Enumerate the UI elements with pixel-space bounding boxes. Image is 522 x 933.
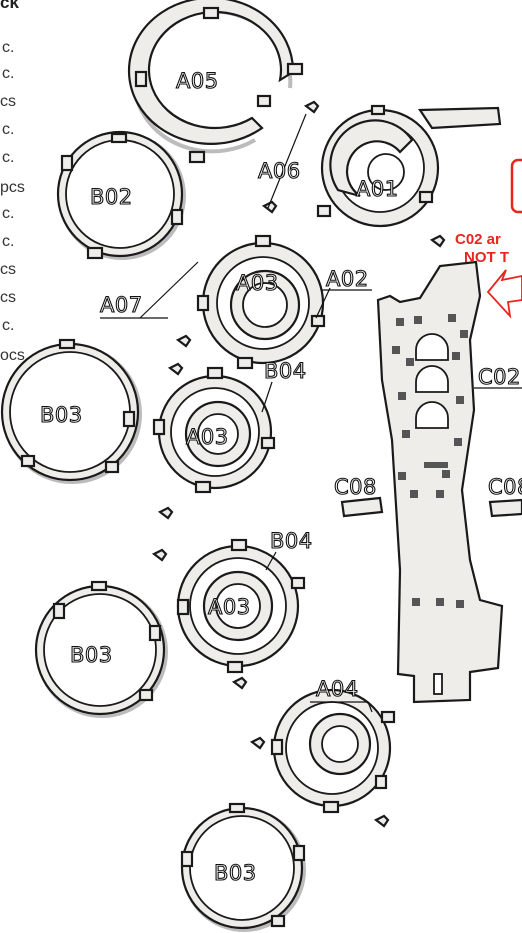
leader-a07 <box>139 261 199 319</box>
part-b03-bottom: B03 <box>180 802 306 932</box>
qty-item: ocs <box>0 347 25 364</box>
warning-arrow-icon <box>486 269 522 319</box>
label-a01: A01 <box>356 177 399 201</box>
label-b04-mid: B04 <box>270 529 313 553</box>
qty-item: c. <box>2 149 14 166</box>
clip-piece <box>373 814 390 828</box>
part-a01: A01 <box>316 104 502 228</box>
label-a03-mid: A03 <box>186 425 229 449</box>
clip-piece <box>151 548 168 562</box>
part-c02: C02 <box>376 260 521 704</box>
clip-piece <box>231 676 248 690</box>
part-c08-right: C08 <box>487 474 522 518</box>
leader-a04 <box>367 701 373 713</box>
part-a03-top: A03 <box>196 234 326 370</box>
qty-item: c. <box>2 65 14 82</box>
qty-item: pcs <box>0 179 25 196</box>
header-fragment: ck <box>0 0 19 12</box>
leader-a02 <box>315 287 331 319</box>
label-c08-left: C08 <box>334 475 377 499</box>
qty-item: c. <box>2 121 14 138</box>
clip-piece <box>175 334 192 348</box>
label-a07: A07 <box>100 293 143 317</box>
part-c08-left: C08 <box>333 474 384 518</box>
label-a02: A02 <box>326 267 369 291</box>
clip-piece <box>157 506 174 520</box>
label-b02: B02 <box>90 185 133 209</box>
warning-line-1: C02 ar <box>455 231 501 248</box>
clip-piece <box>303 100 320 114</box>
leader-b04-top <box>261 381 273 413</box>
qty-item: c. <box>2 317 14 334</box>
quantity-list: c. c. cs c. c. pcs c. c. cs cs c. ocs <box>0 39 25 364</box>
label-a05: A05 <box>176 69 219 93</box>
warning-callout: C02 ar NOT T <box>455 158 522 319</box>
qty-item: c. <box>2 233 14 250</box>
clip-piece <box>167 362 184 376</box>
part-b02: B02 <box>56 130 186 260</box>
label-b03-mid: B03 <box>70 643 113 667</box>
part-a03-low: A03 <box>176 538 306 674</box>
part-a05: A05 <box>127 0 304 164</box>
label-c02: C02 <box>478 365 521 389</box>
part-a04: A04 <box>270 676 396 814</box>
qty-item: cs <box>0 261 16 278</box>
qty-item: cs <box>0 93 16 110</box>
label-c08-right: C08 <box>488 475 522 499</box>
label-b04-top: B04 <box>264 359 307 383</box>
part-b03-left: B03 <box>0 338 142 484</box>
warning-line-2: NOT T <box>464 249 509 266</box>
qty-item: c. <box>2 39 14 56</box>
label-a03-top: A03 <box>236 271 279 295</box>
label-b03-left: B03 <box>40 403 83 427</box>
qty-item: c. <box>2 205 14 222</box>
qty-item: cs <box>0 289 16 306</box>
leader-b04-mid <box>265 551 277 571</box>
clip-piece <box>249 736 266 750</box>
label-a03-low: A03 <box>208 595 251 619</box>
label-a06: A06 <box>258 159 301 183</box>
clip-piece <box>429 234 446 248</box>
part-b03-mid: B03 <box>34 580 168 718</box>
part-a03-mid: A03 <box>152 366 276 494</box>
label-a04: A04 <box>316 677 359 701</box>
label-b03-bottom: B03 <box>214 861 257 885</box>
leader-a06 <box>267 113 307 209</box>
